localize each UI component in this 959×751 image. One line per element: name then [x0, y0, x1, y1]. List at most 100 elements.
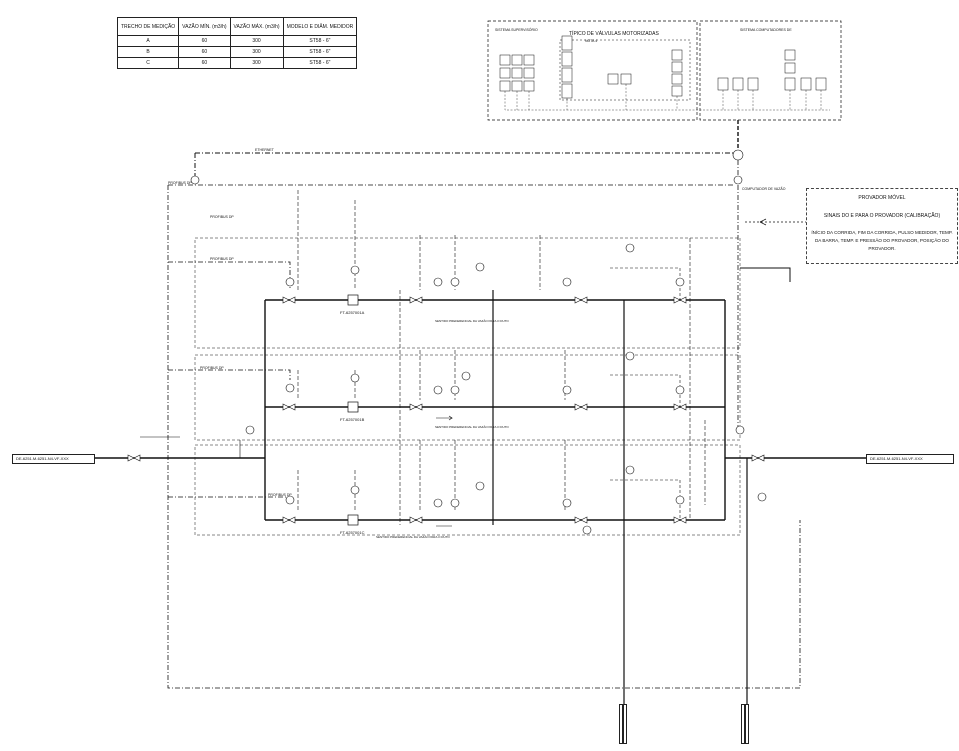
valve	[574, 516, 588, 524]
instrument-bubble	[735, 425, 745, 435]
profibus-label: PROFIBUS DP	[200, 366, 224, 370]
instrument-bubble	[625, 351, 635, 361]
top-right-panel	[699, 20, 842, 121]
prover-title: PROVADOR MÓVEL	[858, 195, 906, 201]
prover-line-tag	[619, 704, 627, 744]
instrument-bubble	[733, 175, 743, 185]
prover-box: PROVADOR MÓVEL SINAIS DO E PARA O PROVAD…	[806, 188, 958, 264]
instrument-bubble	[350, 265, 360, 275]
flow-direction-note: SENTIDO PREFERENCIAL DA VAZÃO PARA O DUT…	[376, 534, 450, 539]
loop-c	[194, 444, 741, 536]
instrument-bubble	[450, 277, 460, 287]
computer-label: COMPUTADOR DE VAZÃO	[742, 186, 786, 191]
right-signal	[689, 238, 706, 520]
valve	[282, 403, 296, 411]
table-cell: C	[116, 57, 180, 69]
table-row: C 60 300 ST58 - 6"	[116, 57, 358, 69]
panel-title: TÍPICO DE VÁLVULAS MOTORIZADAS	[569, 30, 659, 37]
valve	[574, 296, 588, 304]
valve-typical-box	[559, 39, 691, 101]
instrument-bubble	[350, 485, 360, 495]
fit-label-a: FT-6257001A	[340, 310, 365, 315]
panel-instruments	[499, 35, 827, 99]
instrument-bubble	[285, 277, 295, 287]
flow-direction-note: SENTIDO PREFERENCIAL DA VAZÃO PARA O DUT…	[435, 318, 509, 323]
valve	[673, 296, 687, 304]
instrument-bubble	[732, 149, 744, 161]
instrument-bubble	[675, 385, 685, 395]
signal-dash-2	[297, 350, 566, 400]
valve	[127, 454, 141, 462]
instrument-bubble	[285, 383, 295, 393]
instrument-bubble	[433, 277, 443, 287]
instrument-bubble	[562, 277, 572, 287]
loop-b	[194, 354, 741, 441]
profibus-label: PROFIBUS DP	[210, 257, 234, 261]
valve	[751, 454, 765, 462]
flow-meter	[347, 514, 359, 526]
table-cell: ST58 - 6"	[282, 57, 358, 69]
fit-label-c: FT-6257001C	[340, 530, 365, 535]
instrument-bubble	[245, 425, 255, 435]
meter-table: TRECHO DE MEDIÇÃO VAZÃO MÍN. (m3/h) VAZÃ…	[116, 17, 358, 69]
prover-return	[740, 267, 791, 282]
valve	[409, 516, 423, 524]
signal-dash-1	[297, 190, 541, 290]
prover-link-arrow	[759, 218, 767, 226]
instrument-bubble	[475, 481, 485, 491]
valve	[409, 403, 423, 411]
instrument-bubble	[450, 498, 460, 508]
inlet-instruments	[140, 436, 241, 458]
instrument-bubble	[562, 385, 572, 395]
valve	[409, 296, 423, 304]
valve	[673, 403, 687, 411]
valves	[127, 296, 765, 524]
profibus-label: PROFIBUS DP	[168, 181, 192, 185]
fit-label-b: FT-6257001B	[340, 417, 365, 422]
ethernet-label: ETHERNET	[255, 148, 275, 152]
loop-a	[194, 237, 741, 349]
prover-description: ÍNÍCIO DA CORRIDA, FIM DA CORRIDA, PULSO…	[811, 230, 953, 251]
instrument-bubble	[350, 373, 360, 383]
instrument-bubble	[757, 492, 767, 502]
panel-subtitle: NOTA 4	[585, 39, 597, 43]
valve	[574, 403, 588, 411]
table-cell: 300	[229, 46, 284, 58]
panel-right-label: SISTEMA COMPUTADORES DE	[740, 28, 792, 32]
table-row: B 60 300 ST58 - 6"	[116, 46, 358, 58]
instrument-bubble	[433, 385, 443, 395]
ethernet-line	[194, 152, 733, 178]
instrument-bubble	[190, 175, 200, 185]
instrument-bubbles	[190, 149, 767, 535]
valve	[673, 516, 687, 524]
vertical-bus-left	[167, 185, 801, 689]
table-cell: 300	[229, 57, 284, 69]
profibus-branch-a	[168, 261, 291, 290]
instrument-bubble	[475, 262, 485, 272]
instrument-bubble	[625, 465, 635, 475]
instrument-bubble	[582, 525, 592, 535]
panel-left-label: SISTEMA SUPERVISÓRIO	[495, 27, 538, 32]
panel-links	[504, 84, 830, 111]
instrument-bubble	[675, 277, 685, 287]
profibus-branch-b	[168, 369, 291, 380]
flow-meter	[347, 401, 359, 413]
meter-table-header: TRECHO DE MEDIÇÃO VAZÃO MÍN. (m3/h) VAZÃ…	[116, 17, 358, 36]
instrument-bubble	[625, 243, 635, 253]
flow-direction-note: SENTIDO PREFERENCIAL DA VAZÃO PARA O DUT…	[435, 424, 509, 429]
instrument-bubble	[433, 498, 443, 508]
flow-meter	[347, 294, 359, 306]
profibus-label: PROFIBUS DP	[210, 215, 234, 219]
meters	[347, 294, 359, 526]
inlet-line-tag: DE-6251.M-6251-N4-VF-XXX	[12, 454, 95, 464]
table-cell: 60	[178, 57, 231, 69]
instrument-bubble	[450, 385, 460, 395]
instrument-bubble	[285, 495, 295, 505]
prover-line-tag	[741, 704, 749, 744]
valve	[282, 296, 296, 304]
right-dash-loop	[610, 267, 681, 520]
outlet-line-tag: DE-6251.M-6251-N4-VF-XXX	[866, 454, 954, 464]
instrument-bubble	[675, 495, 685, 505]
instrument-bubble	[562, 498, 572, 508]
